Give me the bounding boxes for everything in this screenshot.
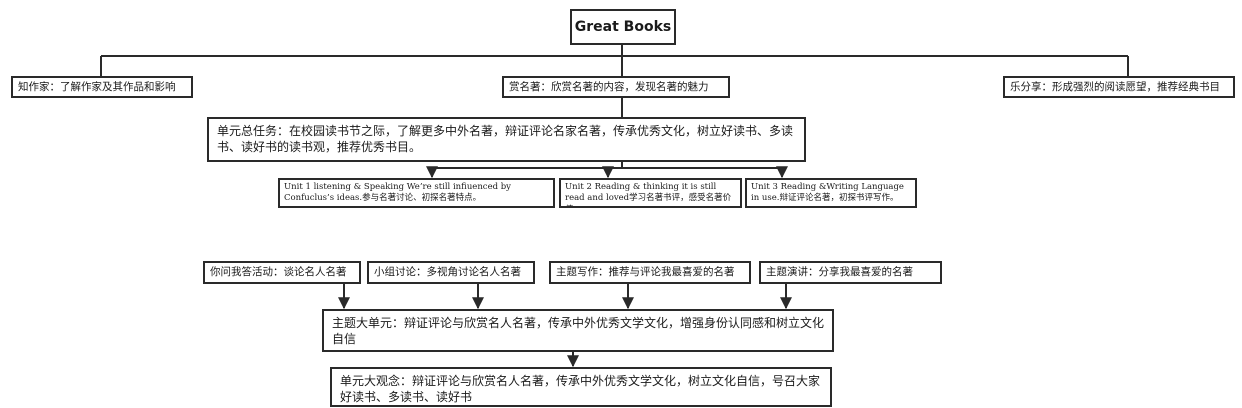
unit1-text: Unit 1 listening & Speaking We’re still … xyxy=(284,182,511,204)
level1-text: 乐分享：形成强烈的阅读愿望，推荐经典书目 xyxy=(1010,80,1220,93)
big-unit-text: 主题大单元：辩证评论与欣赏名人名著，传承中外优秀文学文化，增强身份认同感和树立文… xyxy=(332,316,825,347)
big-unit-box: 主题大单元：辩证评论与欣赏名人名著，传承中外优秀文学文化，增强身份认同感和树立文… xyxy=(322,309,834,352)
big-concept-box: 单元大观念：辩证评论与欣赏名人名著，传承中外优秀文学文化，树立文化自信，号召大家… xyxy=(330,367,832,407)
unit3-box: Unit 3 Reading &Writing Language in use.… xyxy=(745,178,917,208)
unit2-box: Unit 2 Reading & thinking it is still re… xyxy=(559,178,742,208)
unit2-text: Unit 2 Reading & thinking it is still re… xyxy=(565,182,732,206)
level1-text: 赏名著：欣赏名著的内容，发现名著的魅力 xyxy=(509,80,709,93)
title-box: Great Books xyxy=(570,9,676,45)
unit-task-text: 单元总任务：在校园读书节之际，了解更多中外名著，辩证评论名家名著，传承优秀文化，… xyxy=(217,124,794,155)
activity-text: 你问我答活动：谈论名人名著 xyxy=(210,266,347,279)
activity-box-qa: 你问我答活动：谈论名人名著 xyxy=(203,261,361,284)
unit3-text: Unit 3 Reading &Writing Language in use.… xyxy=(751,182,904,204)
activity-box-group-discussion: 小组讨论：多视角讨论名人名著 xyxy=(367,261,535,284)
level1-box-know-author: 知作家：了解作家及其作品和影响 xyxy=(11,76,193,98)
activity-text: 主题演讲：分享我最喜爱的名著 xyxy=(766,266,913,279)
activity-box-speech: 主题演讲：分享我最喜爱的名著 xyxy=(759,261,942,284)
unit-task-box: 单元总任务：在校园读书节之际，了解更多中外名著，辩证评论名家名著，传承优秀文化，… xyxy=(207,117,806,162)
activity-box-writing: 主题写作：推荐与评论我最喜爱的名著 xyxy=(549,261,751,284)
activity-text: 小组讨论：多视角讨论名人名著 xyxy=(374,266,521,279)
big-concept-text: 单元大观念：辩证评论与欣赏名人名著，传承中外优秀文学文化，树立文化自信，号召大家… xyxy=(340,374,821,405)
level1-text: 知作家：了解作家及其作品和影响 xyxy=(18,80,176,93)
level1-box-share: 乐分享：形成强烈的阅读愿望，推荐经典书目 xyxy=(1003,76,1235,98)
title-text: Great Books xyxy=(574,18,672,35)
activity-text: 主题写作：推荐与评论我最喜爱的名著 xyxy=(556,266,735,279)
level1-box-appreciate: 赏名著：欣赏名著的内容，发现名著的魅力 xyxy=(502,76,730,98)
unit1-box: Unit 1 listening & Speaking We’re still … xyxy=(278,178,555,208)
